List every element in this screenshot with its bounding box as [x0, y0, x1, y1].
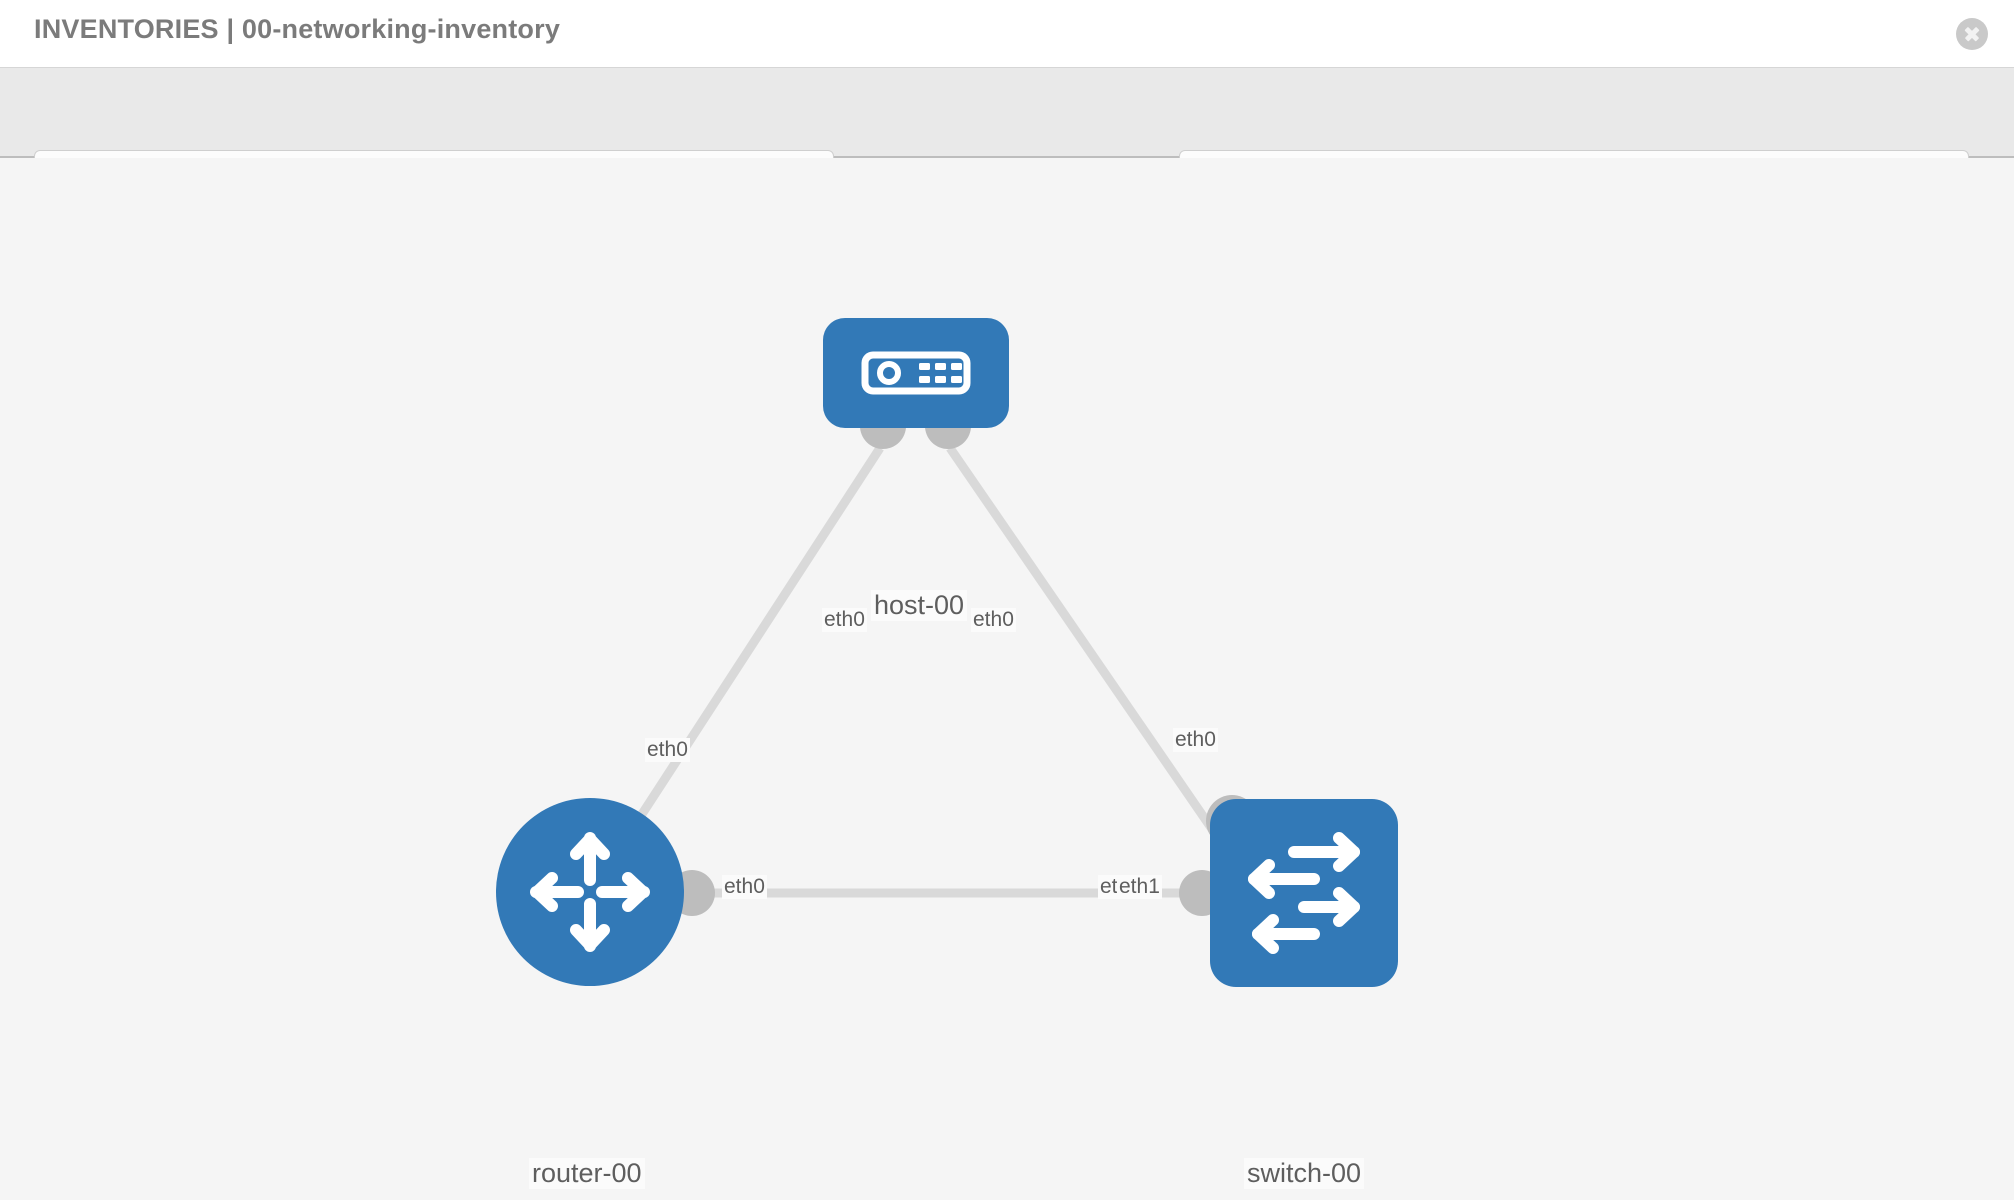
topology-links-layer — [616, 403, 1258, 916]
node-label-router-00: router-00 — [529, 1158, 645, 1189]
node-host-00[interactable] — [823, 318, 1009, 428]
page-header: INVENTORIES | 00-networking-inventory — [0, 0, 2014, 68]
page-title: INVENTORIES | 00-networking-inventory — [34, 14, 561, 44]
iface-label-router-trunk: eth0 — [722, 875, 767, 899]
node-label-switch-00: switch-00 — [1244, 1158, 1365, 1189]
iface-label-router-uplink: eth0 — [645, 738, 690, 762]
link-lines — [616, 445, 1229, 898]
node-label-host-00: host-00 — [871, 590, 968, 621]
topology-canvas[interactable]: eth0 eth0 eth0 eth0 eth0 eth0 eth1 host-… — [0, 158, 2014, 1200]
link-router-host — [616, 445, 884, 851]
toolbar: ACTIONS SEARCH — [0, 68, 2014, 199]
iface-label-host-left: eth0 — [822, 608, 867, 632]
node-switch-00[interactable] — [1210, 799, 1398, 987]
node-router-00[interactable] — [496, 798, 684, 986]
iface-label-switch-trunk-b: eth1 — [1117, 875, 1162, 899]
server-icon — [861, 351, 971, 395]
iface-label-host-right: eth0 — [971, 608, 1016, 632]
switch-arrows-icon — [1248, 832, 1360, 954]
link-host-switch — [946, 445, 1229, 851]
iface-label-switch-uplink: eth0 — [1173, 728, 1218, 752]
close-icon[interactable] — [1956, 18, 1988, 50]
link-connectors — [669, 403, 1258, 916]
router-arrows-icon — [530, 832, 650, 952]
